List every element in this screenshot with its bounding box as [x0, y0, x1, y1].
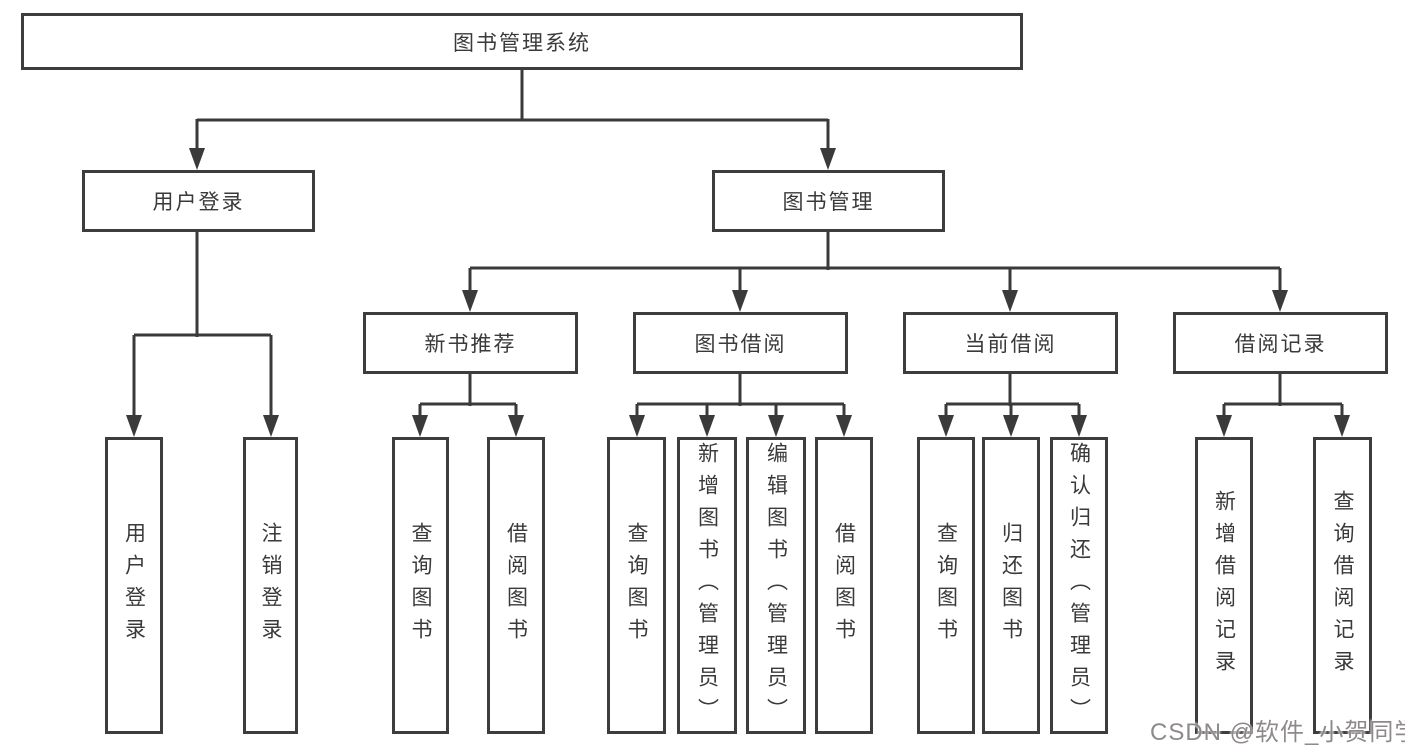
leaf-query-books-borrow-label: 查询图书 [625, 521, 648, 650]
leaf-query-borrow-record-label: 查询借阅记录 [1331, 489, 1354, 682]
arrowhead [836, 415, 852, 437]
arrowhead [938, 415, 954, 437]
node-root: 图书管理系统 [21, 13, 1023, 70]
edges-borrow-records-children [1216, 374, 1350, 437]
arrowhead [508, 415, 524, 437]
node-user-login: 用户登录 [82, 170, 315, 232]
arrowhead [462, 290, 478, 312]
edges-user-login-children [126, 232, 279, 437]
leaf-query-borrow-record: 查询借阅记录 [1313, 437, 1372, 734]
leaf-return-books: 归还图书 [982, 437, 1040, 734]
node-borrow-records-label: 借阅记录 [1234, 333, 1327, 356]
leaf-borrow-books-2-label: 借阅图书 [832, 521, 856, 650]
leaf-logout-label: 注销登录 [259, 521, 282, 650]
leaf-query-books-recommend-label: 查询图书 [409, 521, 432, 650]
arrowhead [732, 290, 748, 312]
arrowhead [1071, 415, 1087, 437]
leaf-add-book-admin-label: 新增图书（管理员） [695, 441, 719, 730]
leaf-user-login: 用户登录 [105, 437, 163, 734]
arrowhead [699, 415, 715, 437]
leaf-borrow-books-recommend-label: 借阅图书 [504, 521, 528, 650]
arrowhead [189, 148, 205, 170]
leaf-logout: 注销登录 [243, 437, 298, 734]
arrowhead [1272, 290, 1288, 312]
leaf-query-books-current-label: 查询图书 [934, 521, 958, 650]
leaf-confirm-return-admin: 确认归还（管理员） [1050, 437, 1108, 734]
leaf-return-books-label: 归还图书 [999, 521, 1023, 650]
arrowhead [126, 415, 142, 437]
node-current-borrow-label: 当前借阅 [964, 333, 1057, 356]
arrowhead [1003, 415, 1019, 437]
arrowhead [412, 415, 428, 437]
arrowhead [820, 148, 836, 170]
arrowhead [263, 415, 279, 437]
node-book-borrow: 图书借阅 [633, 312, 848, 374]
edges-new-book-recommend-children [412, 374, 524, 437]
leaf-query-books-borrow: 查询图书 [607, 437, 666, 734]
leaf-query-books-recommend: 查询图书 [392, 437, 449, 734]
edges-root-to-level2 [189, 70, 836, 170]
node-new-book-recommend-label: 新书推荐 [424, 333, 517, 356]
leaf-add-book-admin: 新增图书（管理员） [677, 437, 737, 734]
arrowhead [1002, 290, 1018, 312]
leaf-add-borrow-record: 新增借阅记录 [1195, 437, 1253, 734]
leaf-confirm-return-admin-label: 确认归还（管理员） [1067, 441, 1091, 730]
arrowhead [629, 415, 645, 437]
leaf-edit-book-admin-label: 编辑图书（管理员） [764, 441, 788, 730]
arrowhead [1216, 415, 1232, 437]
edges-book-management-children [462, 232, 1288, 312]
arrowhead [1334, 415, 1350, 437]
arrowhead [768, 415, 784, 437]
csdn-watermark: CSDN @软件_小贺同学 [1150, 719, 1405, 746]
node-current-borrow: 当前借阅 [903, 312, 1118, 374]
edges-current-borrow-children [938, 374, 1087, 437]
node-book-borrow-label: 图书借阅 [694, 333, 787, 356]
leaf-edit-book-admin: 编辑图书（管理员） [746, 437, 806, 734]
node-user-login-label: 用户登录 [152, 191, 245, 214]
node-book-management-label: 图书管理 [782, 191, 875, 214]
edges-book-borrow-children [629, 374, 852, 437]
node-root-label: 图书管理系统 [453, 31, 591, 55]
leaf-user-login-label: 用户登录 [122, 521, 146, 650]
node-book-management: 图书管理 [712, 170, 945, 232]
leaf-add-borrow-record-label: 新增借阅记录 [1212, 489, 1236, 682]
leaf-query-books-current: 查询图书 [917, 437, 975, 734]
leaf-borrow-books-2: 借阅图书 [815, 437, 873, 734]
node-borrow-records: 借阅记录 [1173, 312, 1388, 374]
leaf-borrow-books-recommend: 借阅图书 [487, 437, 545, 734]
node-new-book-recommend: 新书推荐 [363, 312, 578, 374]
